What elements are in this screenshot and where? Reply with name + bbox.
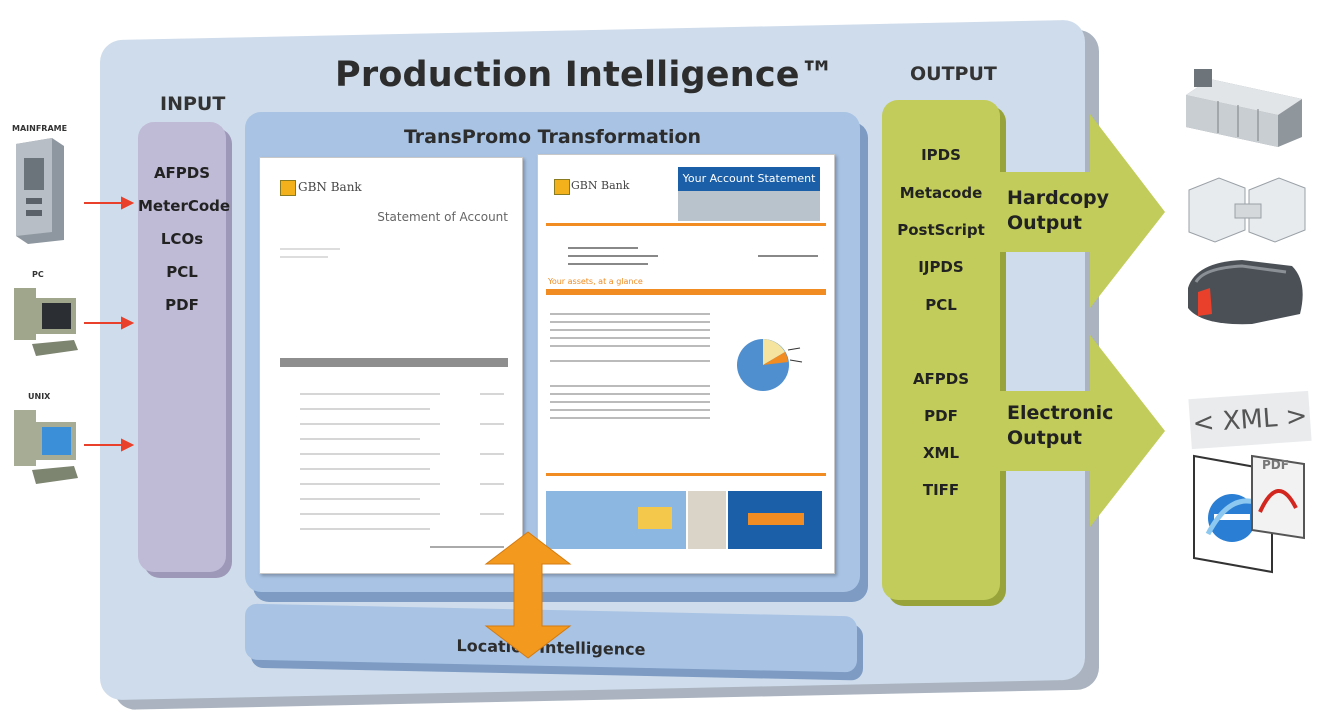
source-label-pc: PC — [32, 270, 44, 279]
electronic-label: Electronic Output — [1007, 402, 1114, 449]
statement-heading: Statement of Account — [377, 210, 508, 224]
diagram-title: Production Intelligence™ — [335, 55, 835, 95]
statement-after-document: GBN Bank Your Account Statement Your ass… — [537, 154, 835, 574]
pdf-file-icon — [1251, 454, 1305, 540]
input-item: PCL — [166, 263, 198, 281]
orange-divider — [546, 223, 826, 226]
source-arrow — [84, 316, 135, 330]
bank-logo-icon — [554, 179, 570, 195]
unix-workstation-icon — [14, 410, 78, 484]
statement-banner: Your Account Statement — [678, 167, 820, 191]
location-double-arrow — [484, 531, 572, 659]
desktop-pc-icon — [14, 288, 78, 356]
input-item: AFPDS — [153, 164, 211, 182]
output-item: PDF — [924, 407, 958, 425]
input-item: LCOs — [160, 230, 204, 248]
xml-file-icon: < XML > — [1188, 390, 1312, 450]
electronic-output-arrow — [995, 335, 1165, 527]
asset-pie-chart — [737, 339, 803, 391]
statement-table-header — [280, 358, 508, 367]
statement-brand: GBN Bank — [571, 179, 630, 192]
output-item: PostScript — [897, 221, 985, 239]
output-item: IPDS — [921, 146, 961, 164]
source-arrows — [84, 196, 135, 452]
hardcopy-output-arrow — [995, 114, 1165, 308]
source-arrow — [84, 196, 135, 210]
source-arrow — [84, 438, 135, 452]
output-item: IJPDS — [918, 258, 964, 276]
transpromo-panel: TransPromo Transformation GBN Bank State… — [245, 112, 860, 592]
inkjet-press-icon — [1188, 260, 1303, 325]
input-heading: INPUT — [160, 93, 226, 115]
input-item: PDF — [165, 296, 199, 314]
promo-cta-box — [728, 491, 822, 549]
input-item: MeterCode — [138, 197, 231, 215]
transpromo-title: TransPromo Transformation — [403, 126, 702, 148]
output-item: AFPDS — [912, 370, 970, 388]
output-item: TIFF — [922, 481, 960, 499]
output-heading: OUTPUT — [910, 63, 997, 85]
credit-card-icon — [638, 507, 672, 529]
continuous-forms-printer-icon — [1188, 177, 1306, 243]
pdf-label: PDF — [1262, 458, 1289, 472]
production-printer-icon — [1186, 69, 1302, 147]
statement-summary-box — [678, 191, 820, 221]
orange-divider — [546, 473, 826, 476]
statement-section-title: Your assets, at a glance — [548, 277, 643, 286]
bank-logo-icon — [280, 180, 296, 196]
input-column: AFPDS MeterCode LCOs PCL PDF — [138, 122, 231, 572]
output-column: IPDS Metacode PostScript IJPDS PCL AFPDS… — [882, 100, 1000, 600]
output-item: PCL — [925, 296, 957, 314]
source-label-mainframe: MAINFRAME — [12, 124, 68, 133]
source-label-unix: UNIX — [28, 392, 51, 401]
statement-before-document: GBN Bank Statement of Account — [259, 157, 523, 574]
output-item: Metacode — [899, 184, 983, 202]
promo-photo — [688, 491, 726, 549]
orange-band — [546, 289, 826, 295]
statement-brand: GBN Bank — [298, 180, 362, 194]
mainframe-server-icon — [16, 138, 64, 244]
hardcopy-label: Hardcopy Output — [1007, 187, 1109, 234]
output-item: XML — [922, 444, 960, 462]
